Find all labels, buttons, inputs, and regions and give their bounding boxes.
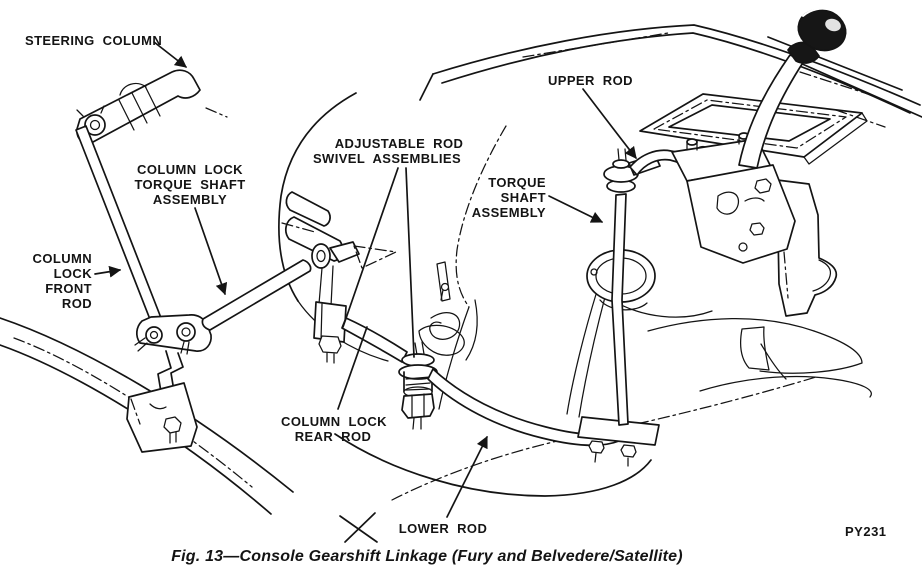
transmission-detail [418, 261, 478, 361]
label-column-lock-front-rod-line-4: ROD [62, 296, 92, 311]
lower-rod-drawing [427, 368, 660, 467]
label-lower-rod: LOWER ROD [399, 521, 487, 536]
torque-shaft-assembly-drawing [566, 148, 661, 426]
column-lock-torque-shaft-leader [194, 207, 228, 296]
column-lock-rear-rod-drawing [341, 317, 408, 363]
label-torque-shaft-line-2: SHAFT [501, 190, 546, 205]
upper-rod-leader [582, 88, 637, 159]
rear-rod-leader [337, 326, 368, 410]
gearshift-knob [797, 7, 847, 52]
column-lock-torque-shaft-drawing [201, 241, 397, 364]
swivel-leader-right [405, 167, 415, 358]
label-column-lock-rear-rod-line-2: REAR ROD [295, 429, 372, 444]
label-column-lock-front-rod-line-3: FRONT [45, 281, 92, 296]
label-adjustable-rod-swivel-line-2: SWIVEL ASSEMBLIES [313, 151, 461, 166]
gearshift-lever [738, 7, 847, 169]
label-column-lock-front-rod-line-2: LOCK [54, 266, 93, 281]
label-column-lock-torque-shaft-line-3: ASSEMBLY [153, 192, 227, 207]
label-torque-shaft-line-1: TORQUE [488, 175, 546, 190]
label-column-lock-rear-rod-line-1: COLUMN LOCK [281, 414, 387, 429]
front-rod-leader [94, 265, 122, 278]
figure-id-code: PY231 [845, 524, 887, 539]
label-column-lock-torque-shaft-line-1: COLUMN LOCK [137, 162, 243, 177]
label-steering-column: STEERING COLUMN [25, 33, 162, 48]
label-torque-shaft-line-3: ASSEMBLY [472, 205, 546, 220]
lower-rod-leader [446, 435, 488, 518]
front-rod-clevis-and-bracket [126, 314, 212, 453]
steering-column-leader [153, 41, 187, 68]
steering-column-drawing [76, 69, 228, 146]
callout-labels: STEERING COLUMN COLUMN LOCK TORQUE SHAFT… [25, 33, 633, 536]
swivel-leader-left [342, 167, 399, 328]
figure-caption: Fig. 13—Console Gearshift Linkage (Fury … [171, 548, 683, 565]
leader-lines [94, 41, 637, 518]
label-adjustable-rod-swivel-line-1: ADJUSTABLE ROD [335, 136, 464, 151]
label-upper-rod: UPPER ROD [548, 73, 633, 88]
label-column-lock-torque-shaft-line-2: TORQUE SHAFT [134, 177, 245, 192]
torque-shaft-leader [548, 195, 604, 223]
label-column-lock-front-rod-line-1: COLUMN [33, 251, 92, 266]
